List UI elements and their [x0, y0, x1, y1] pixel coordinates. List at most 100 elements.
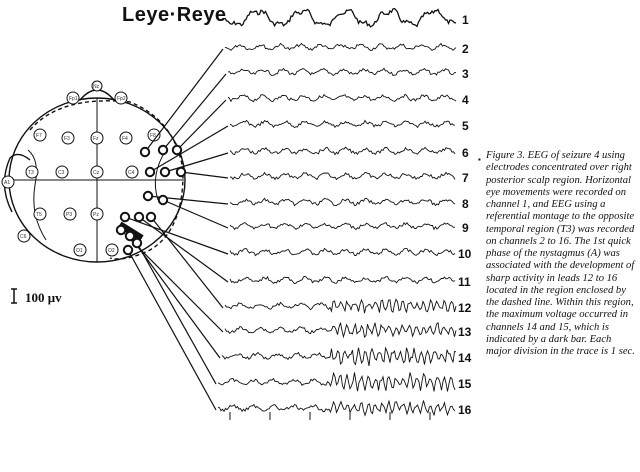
- electrode-markers: [1, 80, 161, 257]
- electrode-c3: [55, 165, 69, 179]
- eeg-trace-7: [229, 171, 456, 181]
- recording-electrode: [115, 224, 127, 236]
- connector-line: [144, 48, 224, 153]
- electrode-fp1: [66, 91, 80, 105]
- electrode-label: Nz: [93, 84, 100, 90]
- eeg-trace-10: [229, 247, 456, 257]
- time-division-ticks: [229, 412, 431, 420]
- electrode-fz: [90, 131, 104, 145]
- recording-electrode: [142, 190, 154, 202]
- electrode-label: Cz: [93, 170, 100, 176]
- eeg-trace-4: [227, 93, 457, 103]
- recording-electrode: [119, 211, 131, 223]
- electrode-f3: [61, 131, 75, 145]
- electrode-f4: [119, 131, 133, 145]
- recording-electrode: [159, 166, 171, 178]
- recording-electrode: [144, 166, 156, 178]
- electrode-label: Fp2: [117, 96, 126, 102]
- connector-line: [176, 99, 227, 151]
- electrode-label: Fz: [93, 136, 99, 142]
- eeg-traces: [217, 7, 457, 417]
- connector-line: [138, 216, 229, 283]
- channel-label: 16: [458, 403, 472, 417]
- channel-label: 7: [462, 171, 469, 185]
- connector-line: [149, 125, 229, 173]
- channel-labels: 1 2 3 4 5 6 7 8 9 10 11 12 13 14 15 16: [458, 13, 472, 417]
- figure-caption: ▪ Figure 3. EEG of seizure 4 using elect…: [478, 150, 636, 358]
- channel-label: 4: [462, 93, 469, 107]
- electrode-label: P3: [66, 212, 72, 218]
- figure-title: Leye·Reye: [122, 4, 227, 26]
- eeg-trace-12: [224, 298, 457, 314]
- eeg-trace-9: [229, 221, 456, 231]
- recording-electrode: [139, 146, 151, 158]
- electrode-c4: [125, 165, 139, 179]
- recording-electrode: [124, 230, 136, 242]
- electrode-c6: [17, 229, 31, 243]
- electrode-a1: [1, 175, 15, 189]
- electrode-label: Pz: [93, 212, 99, 218]
- electrode-label: C3: [58, 170, 65, 176]
- electrode-label: C4: [128, 170, 135, 176]
- connector-line: [164, 152, 229, 173]
- electrode-o1: [73, 243, 87, 257]
- electrode-fp2: [114, 91, 128, 105]
- eeg-trace-6: [229, 146, 456, 156]
- electrode-label: O1: [76, 248, 83, 254]
- electrode-label: O2: [108, 248, 115, 254]
- channel-connectors: [120, 48, 229, 411]
- channel-label: 8: [462, 197, 469, 211]
- recording-electrode: [157, 144, 169, 156]
- scale-label: 100 μv: [25, 290, 62, 305]
- caption-text: Figure 3. EEG of seizure 4 using electro…: [486, 150, 635, 357]
- eeg-trace-11: [229, 275, 456, 285]
- recording-electrode: [157, 194, 169, 206]
- electrode-label: T5: [36, 212, 42, 218]
- eeg-trace-1: [224, 7, 457, 28]
- electrode-pz: [90, 207, 104, 221]
- recording-electrode: [175, 166, 187, 178]
- electrode-label: T3: [28, 170, 34, 176]
- channel-label: 11: [458, 275, 471, 289]
- eeg-trace-14: [221, 346, 457, 366]
- recording-electrodes: [115, 144, 187, 256]
- connector-line: [162, 199, 229, 229]
- eeg-trace-16: [217, 399, 456, 417]
- eeg-trace-8: [229, 197, 456, 207]
- channel-label: 6: [462, 146, 469, 160]
- connector-line: [127, 249, 217, 411]
- connector-line: [136, 242, 217, 385]
- connector-line: [180, 171, 229, 179]
- connector-line: [150, 216, 224, 309]
- eeg-trace-5: [229, 119, 456, 129]
- recording-electrode: [131, 237, 143, 249]
- eeg-trace-3: [227, 67, 457, 77]
- sulcus-left: [27, 149, 47, 241]
- electrode-t5: [33, 207, 47, 221]
- electrode-o2: [105, 243, 119, 257]
- electrode-label: Fp1: [69, 96, 78, 102]
- channel-label: 9: [462, 221, 469, 235]
- channel-label: 15: [458, 377, 472, 391]
- channel-label: 10: [458, 247, 472, 261]
- caption-bullet: ▪: [478, 155, 481, 164]
- channel-label: 12: [458, 301, 472, 315]
- recording-electrode: [171, 144, 183, 156]
- electrode-label: C6: [20, 234, 27, 240]
- channel-label: 3: [462, 67, 469, 81]
- electrode-label: F8: [150, 133, 156, 139]
- electrode-t3: [25, 165, 39, 179]
- electrode-label: F7: [36, 133, 42, 139]
- electrode-nz: [91, 80, 103, 92]
- electrode-label: F4: [122, 136, 128, 142]
- channel-label: 14: [458, 351, 472, 365]
- channel-label: 13: [458, 325, 472, 339]
- channel-label: 2: [462, 42, 469, 56]
- channel-label: 1: [462, 13, 469, 27]
- electrode-label: A1: [4, 180, 10, 186]
- eeg-trace-13: [224, 321, 457, 339]
- connector-line: [162, 73, 227, 151]
- connector-line: [124, 216, 229, 255]
- electrode-label: F3: [64, 136, 70, 142]
